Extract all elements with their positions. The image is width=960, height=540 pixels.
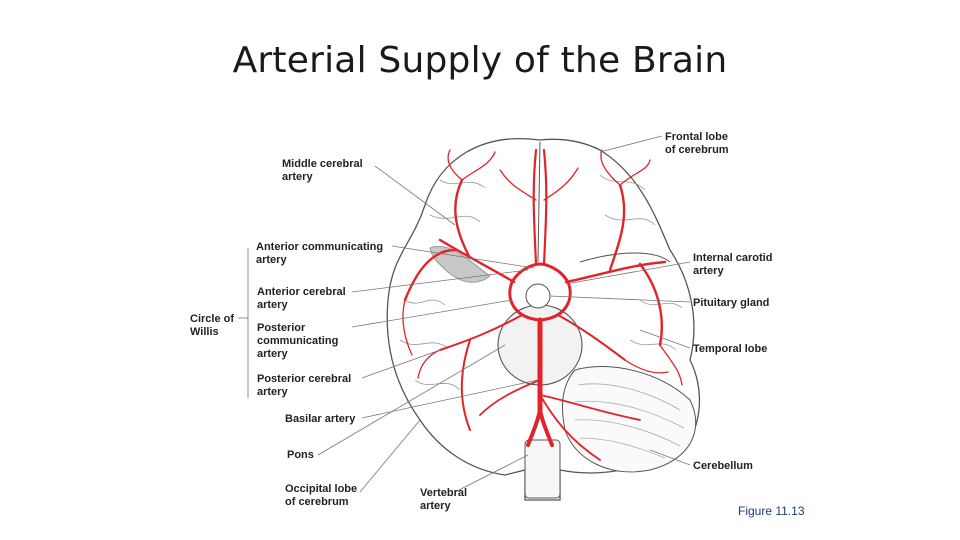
label-internal-carotid-artery: Internal carotid artery	[693, 252, 773, 277]
figure-caption: Figure 11.13	[738, 504, 805, 518]
cerebellar-branches	[479, 379, 641, 461]
label-frontal-lobe: Frontal lobe of cerebrum	[665, 131, 729, 156]
optic-nerve-shape	[429, 245, 491, 283]
label-anterior-communicating-artery: Anterior communicating artery	[256, 241, 384, 266]
label-basilar-artery: Basilar artery	[285, 413, 356, 425]
fine-branches	[402, 149, 683, 386]
vertebral-artery-right	[538, 408, 554, 447]
posterior-cerebral-artery-left	[439, 314, 523, 431]
brain-outline	[386, 138, 701, 501]
label-occipital-lobe: Occipital lobe of cerebrum	[285, 483, 358, 508]
label-cerebellum: Cerebellum	[693, 460, 753, 472]
label-vertebral-artery: Vertebral artery	[420, 487, 468, 512]
label-circle-of-willis: Circle of Willis	[190, 313, 235, 338]
label-posterior-communicating-artery: Posterior communicating artery	[257, 322, 339, 360]
arteries	[402, 148, 683, 461]
label-anterior-cerebral-artery: Anterior cerebral artery	[257, 286, 346, 311]
anterior-cerebral-artery	[532, 148, 548, 266]
label-posterior-cerebral-artery: Posterior cerebral artery	[257, 373, 352, 398]
label-pituitary-gland: Pituitary gland	[693, 297, 770, 309]
label-middle-cerebral-artery: Middle cerebral artery	[282, 158, 363, 183]
circle-of-willis	[508, 262, 572, 322]
label-temporal-lobe: Temporal lobe	[693, 343, 768, 355]
middle-cerebral-artery-left	[403, 178, 516, 302]
label-pons: Pons	[287, 449, 314, 461]
middle-cerebral-artery-right	[564, 183, 667, 347]
pituitary-shape	[525, 283, 551, 309]
slide-title: Arterial Supply of the Brain	[232, 40, 728, 81]
cerebellum-shape	[561, 366, 697, 473]
leader-lines	[238, 135, 691, 493]
spinal-cord-shape	[524, 439, 561, 499]
posterior-cerebral-artery-right	[557, 314, 626, 361]
